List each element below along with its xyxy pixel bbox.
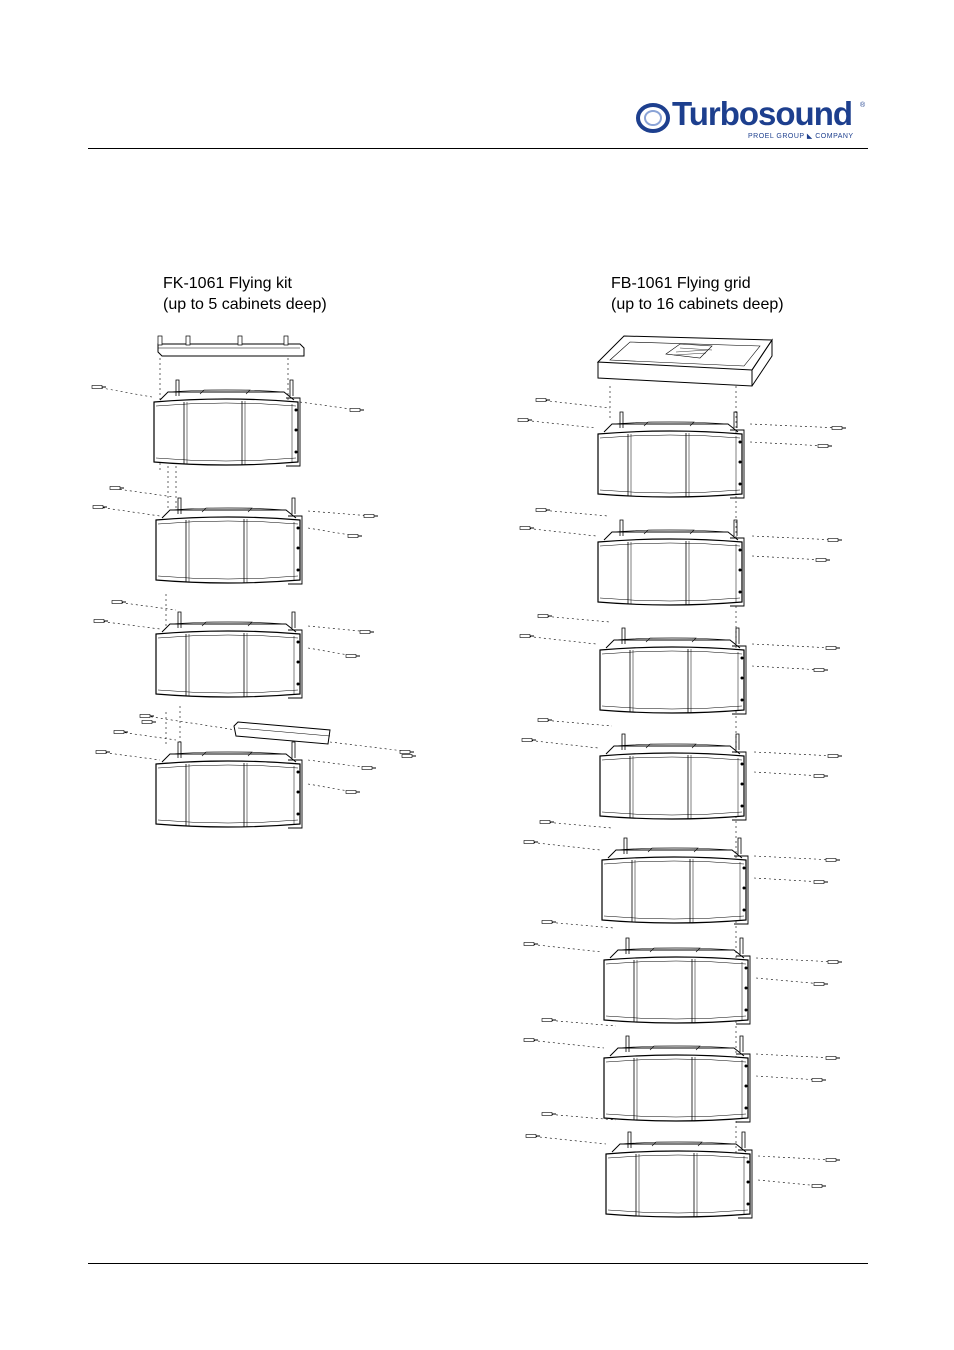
fb-cabinet-6 — [604, 938, 750, 1024]
fb-cabinet-4 — [600, 734, 746, 820]
fb-cabinet-5 — [602, 838, 748, 924]
fb-cabinet-2 — [598, 520, 744, 606]
fb-cabinet-1 — [598, 412, 744, 498]
fk-1061-extension-bar — [234, 722, 330, 744]
fk-cabinet-3 — [156, 612, 302, 698]
fb-cabinet-8 — [606, 1132, 752, 1218]
fk-1061-diagram — [92, 336, 416, 828]
fk-1061-flying-bar — [158, 336, 304, 356]
fk-cabinet-4 — [156, 742, 302, 828]
fb-cabinet-7 — [604, 1036, 750, 1122]
fb-cabinet-3 — [600, 628, 746, 714]
fk-cabinet-2 — [156, 498, 302, 584]
fb-1061-flying-grid — [598, 336, 772, 386]
fb-1061-diagram — [518, 336, 846, 1218]
fk-cabinet-1 — [154, 380, 300, 466]
